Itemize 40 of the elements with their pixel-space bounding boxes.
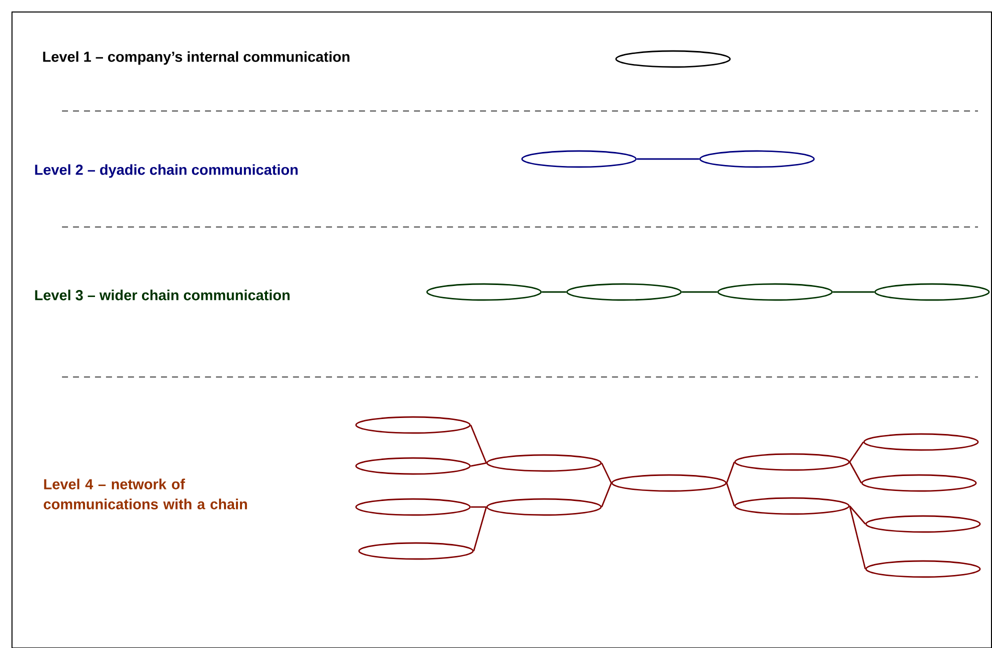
connector-line (832, 291, 874, 293)
connector-line (726, 462, 735, 484)
connector-line (849, 462, 862, 484)
level-label: Level 4 – network of communications with a chain (44, 478, 247, 510)
ellipse (566, 283, 682, 301)
connector-line (849, 506, 866, 524)
level-label: Level 1 – company’s internal communication (43, 51, 350, 65)
connector-line (470, 424, 487, 464)
ellipse (615, 50, 731, 68)
ellipse (355, 457, 471, 475)
ellipse (717, 283, 833, 301)
ellipse (734, 453, 850, 471)
ellipse (486, 498, 602, 516)
connector-line (849, 442, 864, 462)
ellipse (865, 515, 981, 533)
ellipse (865, 560, 981, 578)
ellipse (611, 474, 727, 492)
ellipse (734, 497, 850, 515)
ellipse (861, 474, 977, 492)
ellipse (521, 150, 637, 168)
ellipse (863, 433, 979, 451)
ellipse (355, 498, 471, 516)
connector-line (473, 506, 487, 552)
ellipse (486, 454, 602, 472)
ellipse (874, 283, 990, 301)
connector-line (849, 506, 866, 570)
connector-line (470, 462, 486, 467)
connector-line (726, 482, 735, 506)
connector-line (601, 462, 612, 484)
ellipse (699, 150, 815, 168)
connector-line (470, 506, 486, 508)
ellipse (358, 542, 474, 560)
connector-line (601, 482, 612, 508)
connector-line (682, 291, 718, 293)
ellipse (426, 283, 542, 301)
level-label: Level 3 – wider chain communication (35, 290, 290, 300)
ellipse (355, 416, 471, 434)
connector-line (542, 291, 566, 293)
connector-line (636, 158, 700, 160)
level-label: Level 2 – dyadic chain communication (35, 164, 298, 178)
